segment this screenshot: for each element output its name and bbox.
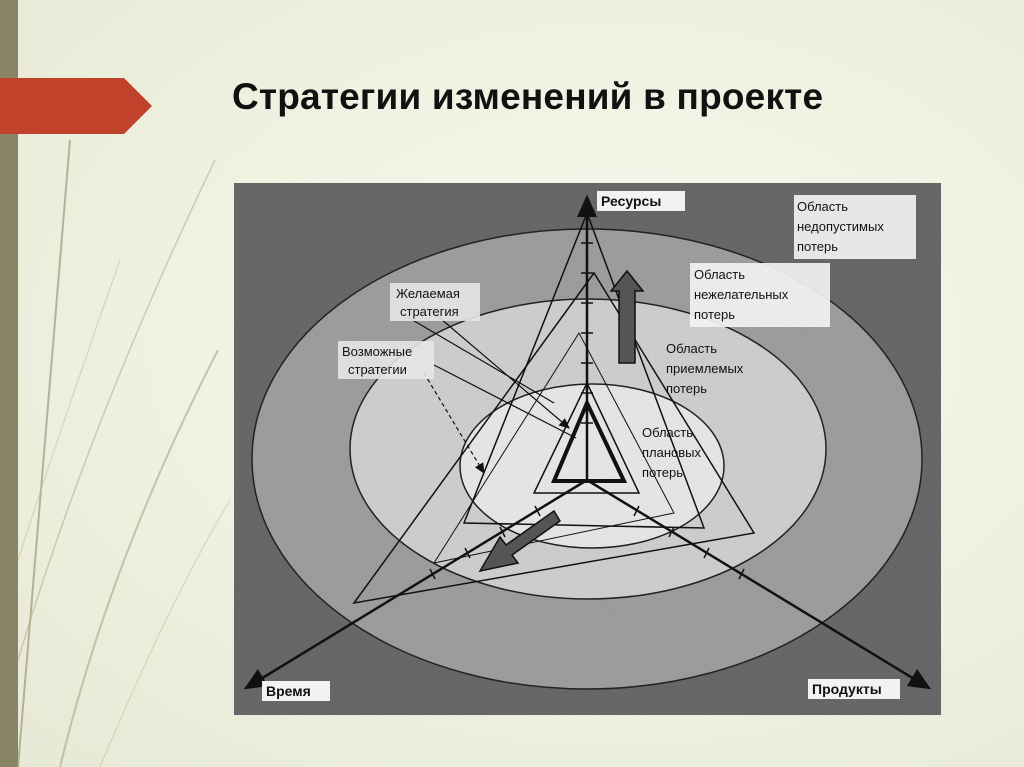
shift-arrow-down-left (478, 509, 562, 573)
svg-text:Желаемая: Желаемая (396, 286, 460, 301)
svg-text:Область: Область (694, 267, 745, 282)
label-zone-acceptable: Область приемлемых потерь (666, 341, 744, 396)
svg-text:потерь: потерь (666, 381, 707, 396)
svg-text:стратегии: стратегии (348, 362, 407, 377)
strategy-diagram: Ресурсы Время Продукты Область недопусти… (234, 183, 941, 715)
svg-text:потерь: потерь (694, 307, 735, 322)
label-desired-strategy: Желаемая стратегия (390, 283, 480, 321)
title-accent-arrow (0, 78, 152, 134)
label-zone-unacceptable: Область недопустимых потерь (794, 195, 916, 259)
label-zone-undesirable: Область нежелательных потерь (690, 263, 830, 327)
zone-planned (460, 384, 724, 548)
svg-text:Область: Область (797, 199, 848, 214)
svg-text:Область: Область (642, 425, 693, 440)
left-sidebar-bar (0, 0, 18, 767)
svg-text:Ресурсы: Ресурсы (601, 193, 661, 209)
axis-label-time: Время (262, 681, 330, 701)
planned-strategy-triangle (550, 398, 628, 483)
svg-text:стратегия: стратегия (400, 304, 459, 319)
svg-text:Время: Время (266, 683, 311, 699)
possible-strategy-polygon (352, 271, 756, 605)
svg-text:потерь: потерь (642, 465, 683, 480)
svg-text:Продукты: Продукты (812, 681, 882, 697)
axis-label-products: Продукты (808, 679, 900, 699)
svg-text:нежелательных: нежелательных (694, 287, 789, 302)
axis-label-resources: Ресурсы (597, 191, 685, 211)
axis-time (243, 478, 588, 690)
svg-text:недопустимых: недопустимых (797, 219, 884, 234)
label-zone-planned: Область плановых потерь (642, 425, 702, 480)
svg-text:плановых: плановых (642, 445, 702, 460)
svg-text:Возможные: Возможные (342, 344, 412, 359)
shift-arrow-up (609, 269, 645, 364)
svg-text:приемлемых: приемлемых (666, 361, 744, 376)
label-possible-strategies: Возможные стратегии (338, 341, 434, 379)
svg-text:Область: Область (666, 341, 717, 356)
decorative-grass-lines (17, 139, 231, 767)
axis-products (586, 478, 932, 690)
slide-title: Стратегии изменений в проекте (232, 76, 824, 117)
svg-text:потерь: потерь (797, 239, 838, 254)
